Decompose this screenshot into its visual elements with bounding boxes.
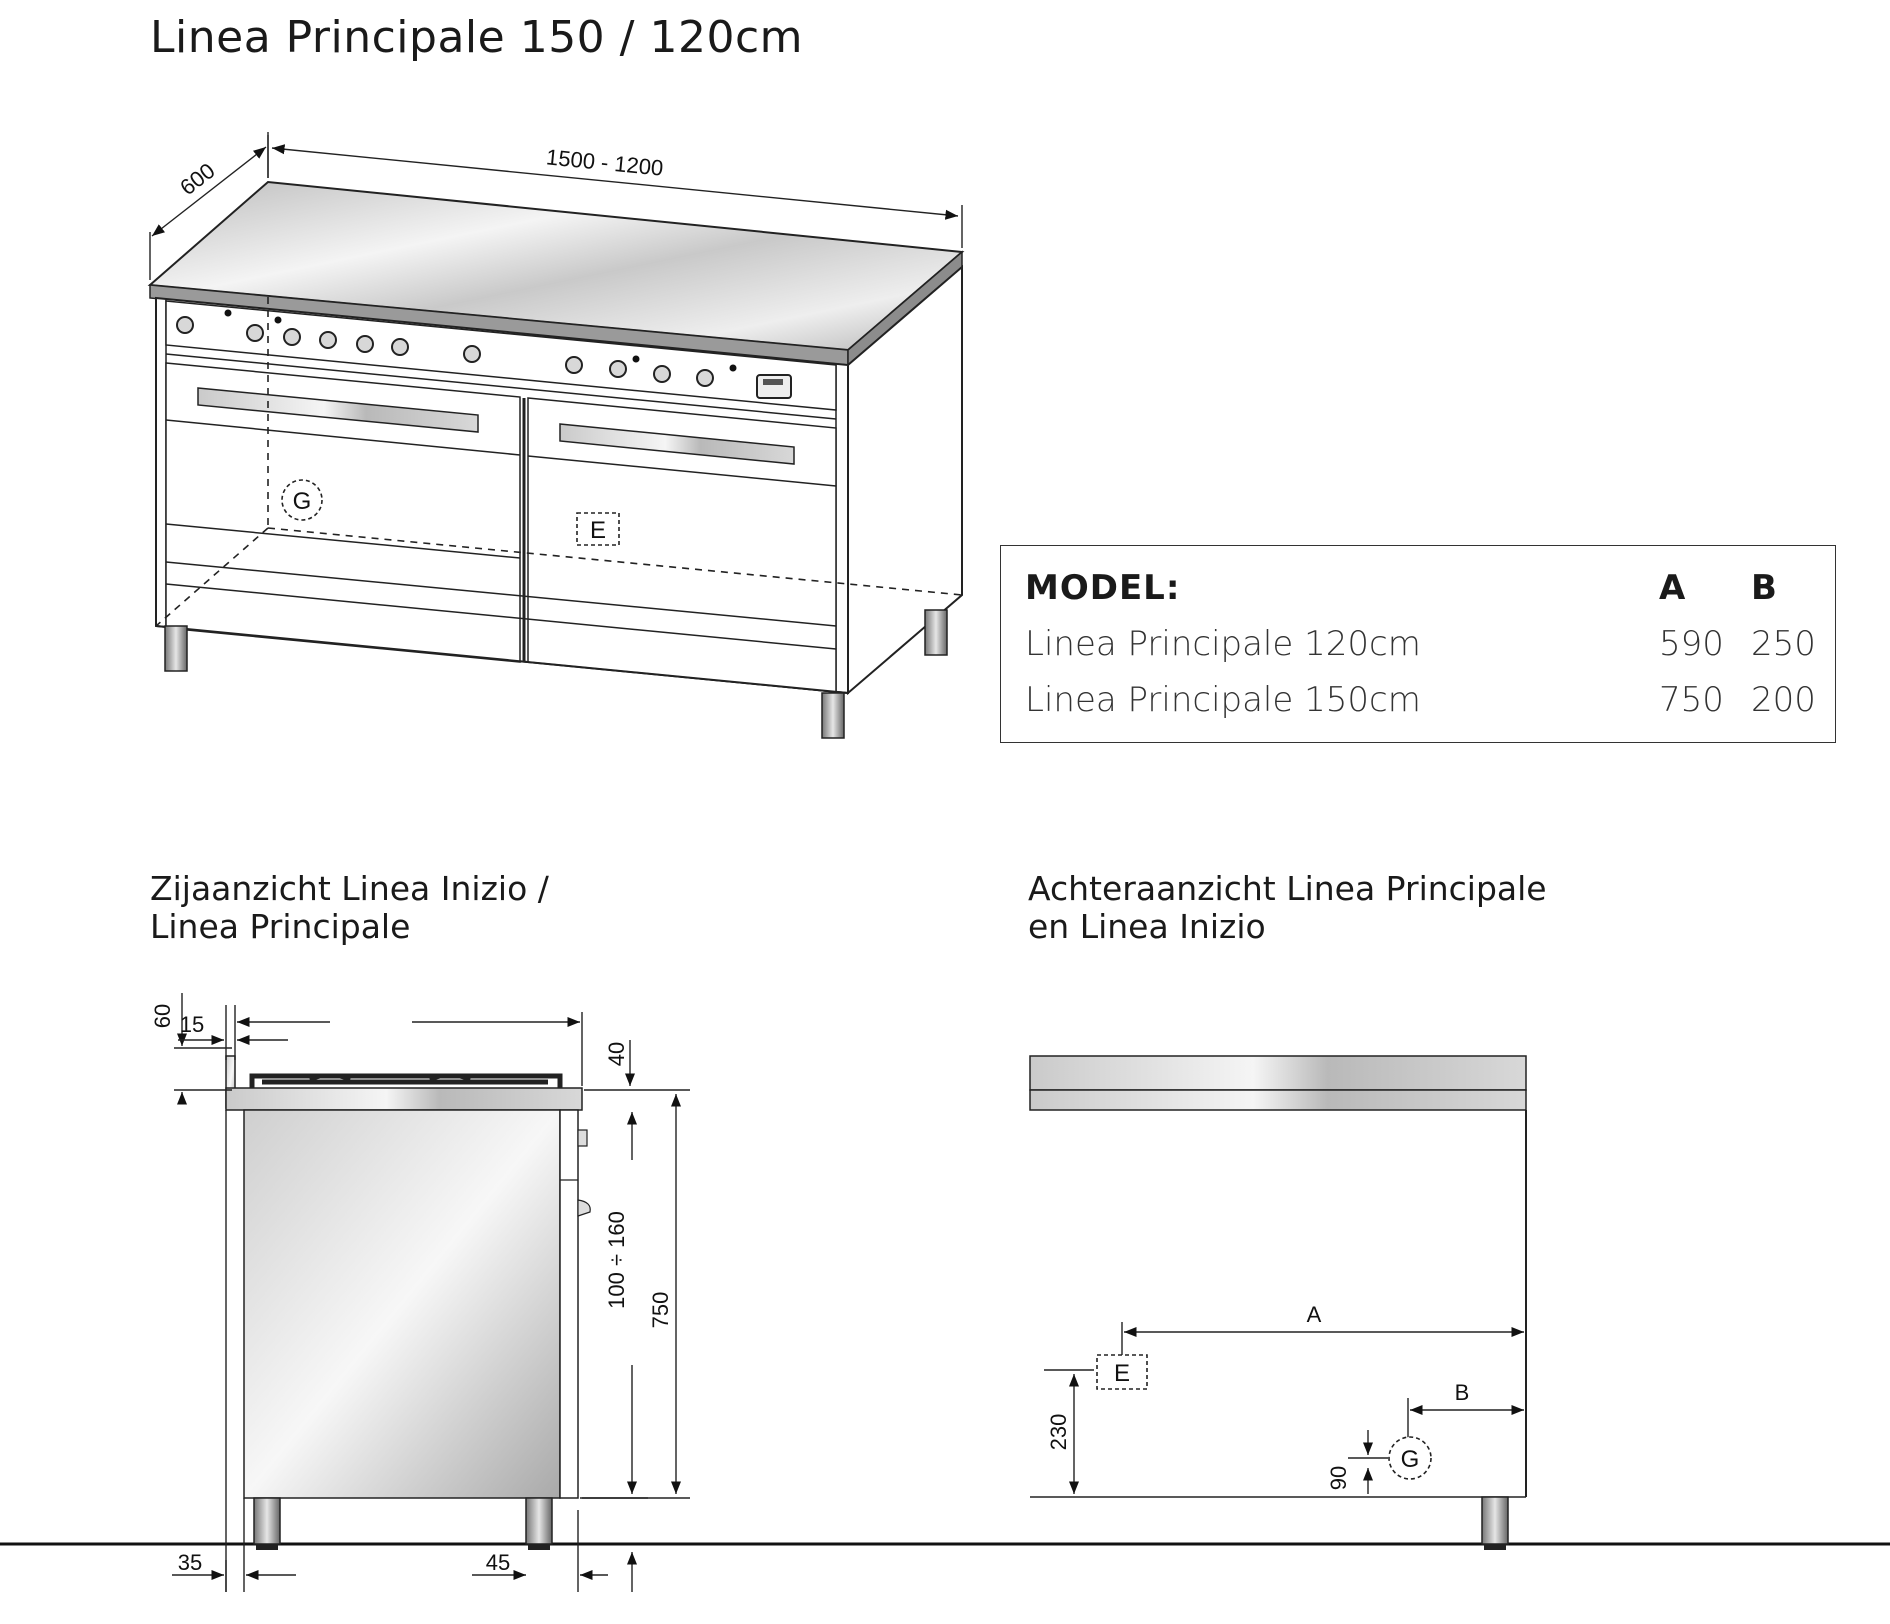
control-knobs bbox=[176, 316, 714, 387]
dim-40-label: 40 bbox=[604, 1042, 629, 1066]
value-a: 750 bbox=[1659, 680, 1724, 720]
leg-rear-right bbox=[924, 609, 948, 656]
dim-750-label: 750 bbox=[648, 1292, 673, 1329]
perspective-view: G E 1500 - 1200 600 bbox=[147, 132, 965, 739]
electric-connection-marker bbox=[576, 512, 620, 546]
table-row: Linea Principale 120cm 590 250 bbox=[1025, 624, 1816, 680]
side-body bbox=[243, 1109, 561, 1499]
rear-upstand bbox=[1029, 1055, 1527, 1091]
gas-marker-label: G bbox=[293, 488, 312, 515]
rear-gas-marker bbox=[1388, 1436, 1432, 1480]
leg-front-right bbox=[821, 692, 845, 739]
rear-view-title-line-2: en Linea Inizio bbox=[1028, 907, 1266, 946]
rear-leg bbox=[1481, 1496, 1509, 1545]
dimension-depth bbox=[149, 132, 269, 280]
dim-depth-label: 600 bbox=[175, 158, 219, 200]
dim-35-label: 35 bbox=[178, 1550, 202, 1575]
value-a: 590 bbox=[1659, 624, 1724, 664]
dim-width-label: 1500 - 1200 bbox=[545, 144, 664, 180]
value-b: 250 bbox=[1751, 624, 1816, 664]
column-b-header: B bbox=[1751, 568, 1778, 608]
rear-worktop bbox=[1029, 1089, 1527, 1111]
page-title: Linea Principale 150 / 120cm bbox=[150, 12, 804, 63]
model-name: Linea Principale 150cm bbox=[1025, 680, 1421, 720]
side-burner-grid bbox=[249, 1073, 563, 1088]
dim-45-label: 45 bbox=[486, 1550, 510, 1575]
table-row: Linea Principale 150cm 750 200 bbox=[1025, 680, 1816, 736]
electric-marker-label: E bbox=[590, 517, 606, 544]
rear-gas-label: G bbox=[1401, 1446, 1420, 1473]
rear-view-title-line-1: Achteraanzicht Linea Principale bbox=[1028, 869, 1547, 908]
dim-230-label: 230 bbox=[1046, 1414, 1071, 1451]
dim-90-label: 90 bbox=[1326, 1466, 1351, 1490]
model-table: MODEL: A B Linea Principale 120cm 590 25… bbox=[1000, 545, 1836, 743]
model-header: MODEL: bbox=[1025, 568, 1181, 608]
side-view: 60 15 40 750 100 ÷ 160 35 45 bbox=[0, 993, 1890, 1592]
oven-handle-left bbox=[197, 387, 479, 433]
side-view-title-line-1: Zijaanzicht Linea Inizio / bbox=[150, 869, 549, 908]
side-front-door bbox=[559, 1109, 579, 1499]
rear-view-title: Achteraanzicht Linea Principale en Linea… bbox=[1028, 870, 1547, 946]
side-view-title: Zijaanzicht Linea Inizio / Linea Princip… bbox=[150, 870, 549, 946]
dim-100-160-label: 100 ÷ 160 bbox=[604, 1211, 629, 1309]
leg-front-left bbox=[164, 625, 188, 672]
gas-connection-marker bbox=[281, 479, 323, 521]
dim-60-label: 60 bbox=[150, 1004, 175, 1028]
side-view-title-line-2: Linea Principale bbox=[150, 907, 411, 946]
model-name: Linea Principale 120cm bbox=[1025, 624, 1421, 664]
oven-handle-right bbox=[559, 423, 795, 465]
timer-display bbox=[756, 374, 792, 399]
dim-a-label: A bbox=[1307, 1302, 1322, 1327]
rear-electric-marker bbox=[1096, 1354, 1148, 1390]
side-leg-front bbox=[525, 1497, 553, 1545]
dim-b-label: B bbox=[1455, 1380, 1470, 1405]
model-table-header: MODEL: A B bbox=[1025, 568, 1811, 624]
side-worktop bbox=[225, 1087, 583, 1111]
dim-15-label: 15 bbox=[180, 1012, 204, 1037]
side-knob bbox=[577, 1129, 588, 1147]
rear-electric-label: E bbox=[1114, 1360, 1130, 1387]
side-leg-rear bbox=[253, 1497, 281, 1545]
column-a-header: A bbox=[1659, 568, 1687, 608]
value-b: 200 bbox=[1751, 680, 1816, 720]
rear-view: E G A B 230 90 bbox=[1029, 1055, 1527, 1550]
side-handle bbox=[577, 1199, 591, 1217]
control-panel bbox=[165, 300, 837, 411]
